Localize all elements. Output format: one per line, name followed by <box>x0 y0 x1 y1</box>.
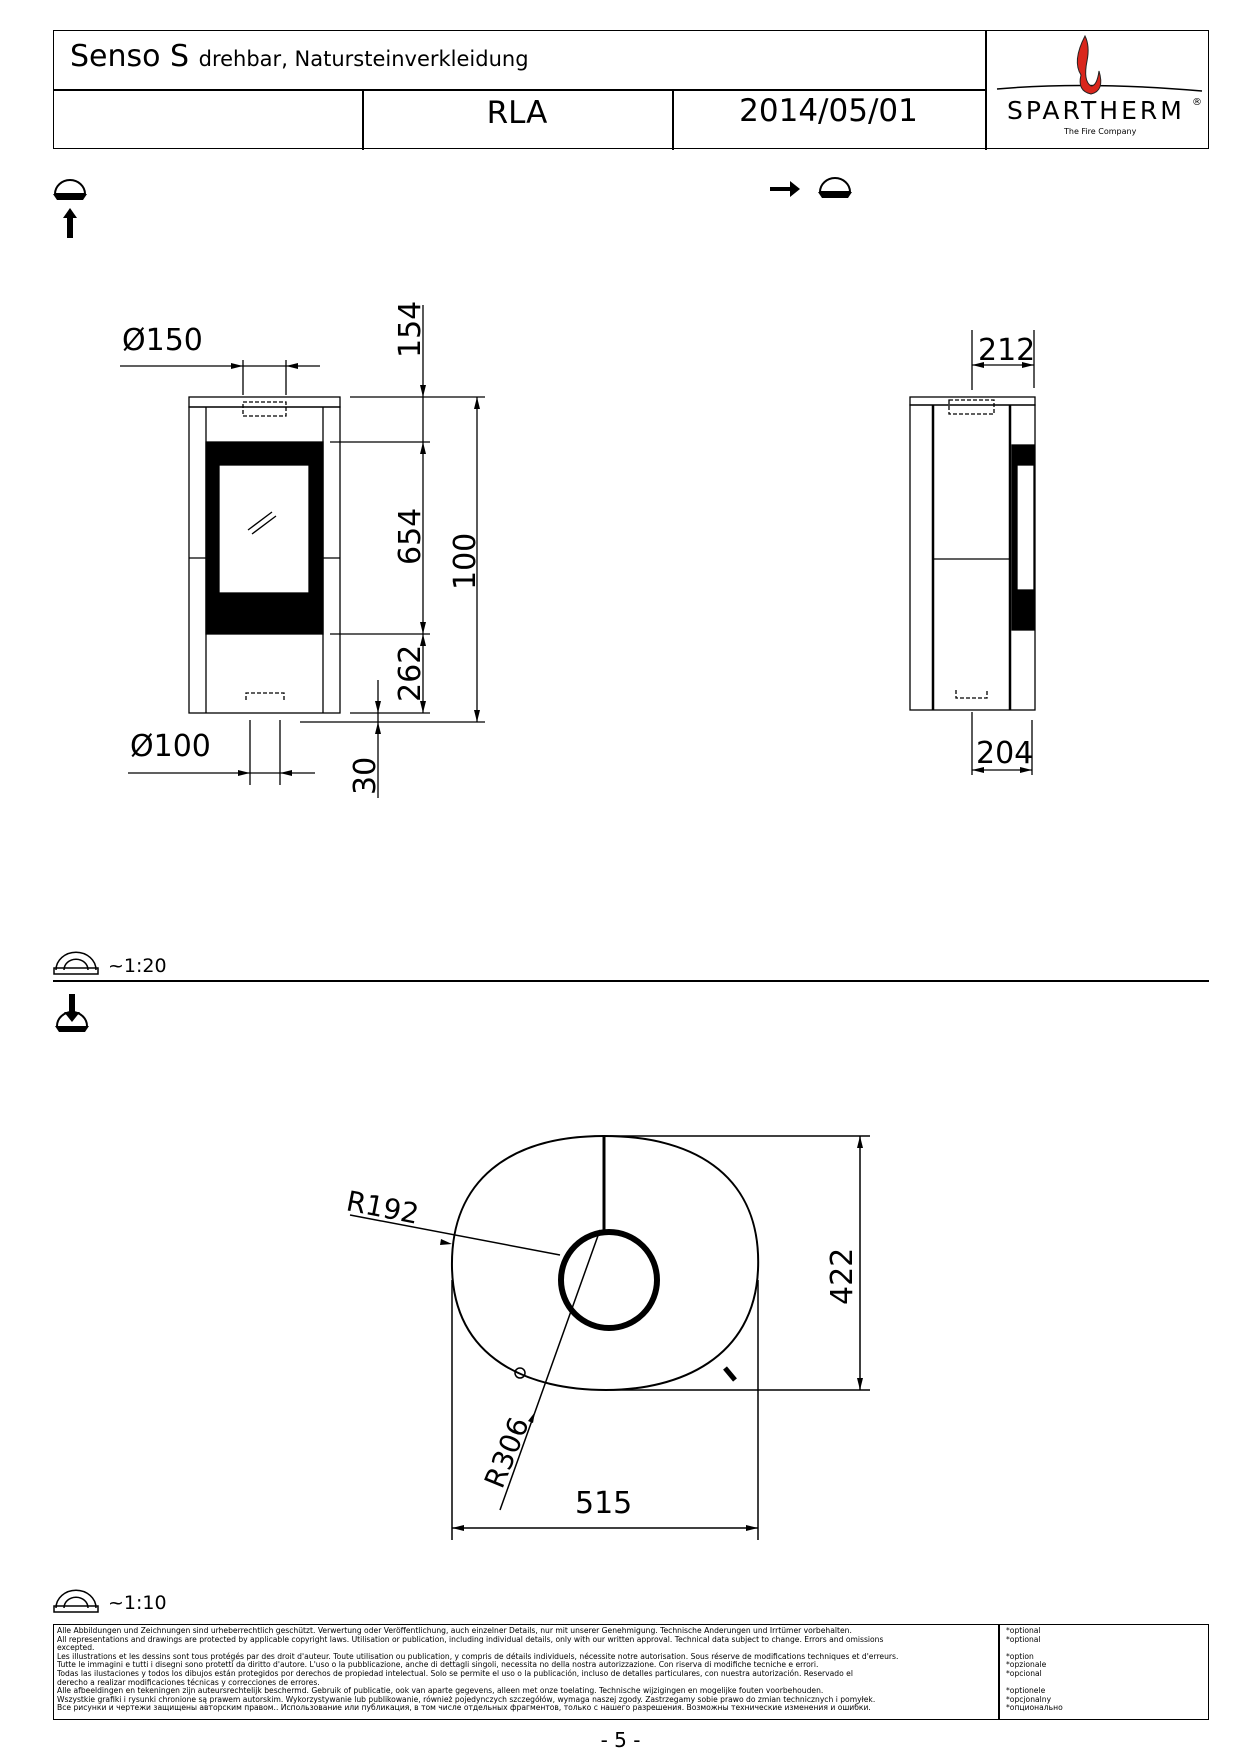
spartherm-logo: SPARTHERM ® The Fire Company <box>987 31 1209 149</box>
dim-total: 100 <box>448 533 483 590</box>
dim-depth: 422 <box>825 1248 860 1305</box>
legal-line: Les illustrations et les dessins sont to… <box>57 1651 899 1661</box>
side-view-drawing: 212 204 <box>909 330 1036 775</box>
plan-view-drawing: R192 R306 422 515 <box>344 1134 870 1540</box>
logo-tagline: The Fire Company <box>1063 127 1137 136</box>
top-view-icon <box>55 994 89 1032</box>
optional-label: *opcjonalny <box>1006 1694 1052 1704</box>
legal-line: excepted. <box>57 1643 95 1653</box>
dim-flue-bottom: Ø100 <box>130 729 211 764</box>
section-divider <box>53 980 1209 982</box>
scale-elevation: ~1:20 <box>108 955 167 977</box>
dim-firebox: 654 <box>393 508 428 565</box>
dim-r-outer: R306 <box>478 1413 536 1493</box>
legal-line: derecho a realizar modificaciones técnic… <box>57 1677 320 1687</box>
dim-side-bottom: 204 <box>976 736 1033 771</box>
model-name: Senso S <box>70 39 190 74</box>
optional-label: *option <box>1006 1651 1034 1661</box>
scale-icon-plan <box>53 1589 99 1613</box>
front-view-drawing: Ø150 Ø100 154 654 262 100 30 <box>120 301 485 798</box>
legal-text: Alle Abbildungen und Zeichnungen sind ur… <box>57 1627 992 1713</box>
legal-line: Todas las ilustaciones y todos los dibuj… <box>57 1668 853 1678</box>
scale-icon <box>53 951 99 975</box>
legal-footer: Alle Abbildungen und Zeichnungen sind ur… <box>53 1624 1209 1720</box>
legal-line: Tutte le immagini e tutti i disegni sono… <box>57 1660 819 1670</box>
optional-labels: *optional *optional *option *opzionale *… <box>1006 1626 1063 1713</box>
dim-side-top: 212 <box>978 333 1035 368</box>
dim-top: 154 <box>393 301 428 358</box>
optional-label: *opzionale <box>1006 1660 1047 1670</box>
legal-line: Все рисунки и чертежи защищены авторским… <box>57 1703 871 1713</box>
dim-width: 515 <box>575 1486 632 1521</box>
model-subtitle: drehbar, Natursteinverkleidung <box>198 47 529 71</box>
drawing-date: 2014/05/01 <box>739 93 918 129</box>
flame-icon: SPARTHERM ® The Fire Company <box>996 34 1203 136</box>
side-view-icon <box>770 177 852 198</box>
document-title: Senso S drehbar, Natursteinverkleidung <box>70 39 529 74</box>
title-block: Senso S drehbar, Natursteinverkleidung R… <box>53 30 1209 150</box>
logo-brand: SPARTHERM <box>1007 96 1185 125</box>
optional-label: *опционально <box>1006 1703 1063 1713</box>
legal-line: Alle Abbildungen und Zeichnungen sind ur… <box>57 1627 852 1635</box>
legal-line: Wszystkie grafiki i rysunki chronione są… <box>57 1694 876 1704</box>
optional-label: *optionele <box>1006 1686 1046 1696</box>
logo-registered: ® <box>1192 97 1202 108</box>
legal-line: Alle afbeeldingen en tekeningen zijn aut… <box>57 1686 824 1696</box>
optional-label: *opcional <box>1006 1668 1042 1678</box>
drawing-code: RLA <box>486 95 548 131</box>
optional-label: *optional <box>1006 1626 1041 1635</box>
optional-label: *optional <box>1006 1634 1041 1644</box>
dim-feet: 30 <box>348 757 383 795</box>
dim-r-inner: R192 <box>344 1184 422 1230</box>
legal-line: All representations and drawings are pro… <box>57 1634 884 1644</box>
dim-base: 262 <box>393 645 428 702</box>
page-number: - 5 - <box>600 1728 641 1752</box>
scale-plan: ~1:10 <box>108 1592 167 1614</box>
front-view-icon <box>53 179 87 238</box>
dim-flue-top: Ø150 <box>122 323 203 358</box>
